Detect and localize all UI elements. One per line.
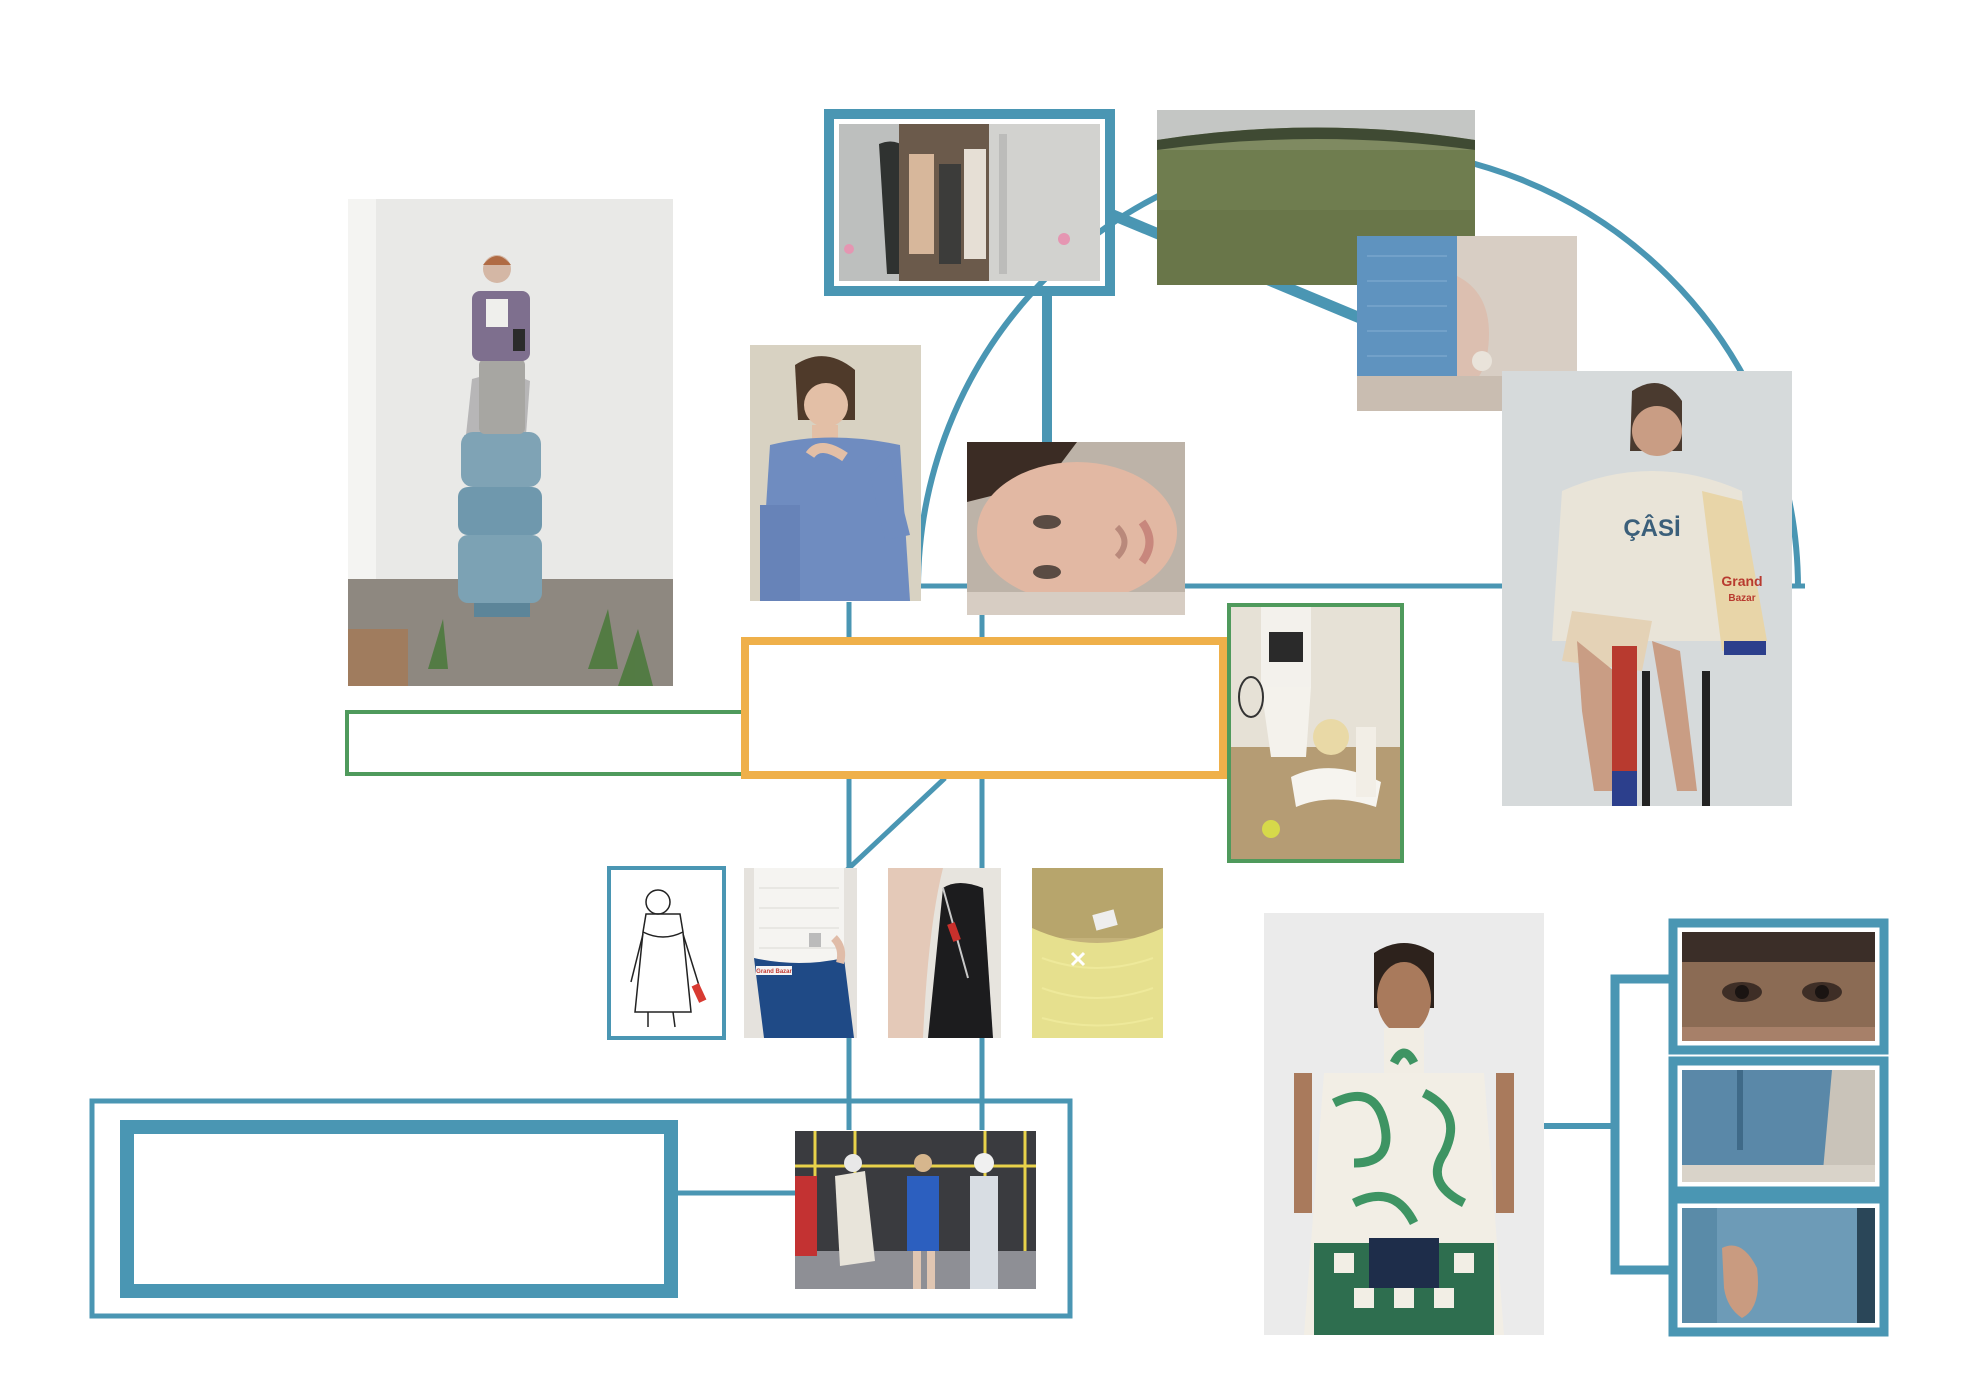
photo-yellow-mesh <box>1032 868 1163 1038</box>
photo-black-top-clip <box>888 868 1001 1038</box>
bracket-arms <box>1610 974 1676 1275</box>
connector-diagonal-bottom <box>845 776 947 872</box>
sweatshirt-print: ÇÂSİ <box>1623 514 1680 542</box>
photo-woman-printed-vest <box>1264 913 1544 1335</box>
orange-center-box <box>741 637 1227 779</box>
photo-white-top-jeans: Grand Bazar <box>744 868 857 1038</box>
photo-top-framed-collage <box>839 124 1100 281</box>
photo-woman-blue-top <box>750 345 921 601</box>
waist-label-print: Grand Bazar <box>756 969 792 975</box>
scarf-print-bottom: Bazar <box>1728 593 1755 604</box>
photo-eyes-closeup <box>1682 932 1875 1041</box>
photo-tennis <box>1231 607 1400 859</box>
photo-face-closeup <box>967 442 1185 615</box>
photo-hand-blue-fabric <box>1682 1208 1875 1323</box>
garment-sketch-icon <box>613 872 720 1034</box>
scarf-print-top: Grand <box>1721 573 1762 589</box>
photo-runway <box>795 1131 1036 1289</box>
photo-woman-sweatshirt: ÇÂSİ Grand Bazar <box>1502 371 1792 806</box>
green-label-box <box>345 710 745 776</box>
photo-blue-skirt <box>1682 1070 1875 1182</box>
photo-woman-on-sofa <box>348 199 673 686</box>
inner-blue-box <box>120 1120 678 1298</box>
